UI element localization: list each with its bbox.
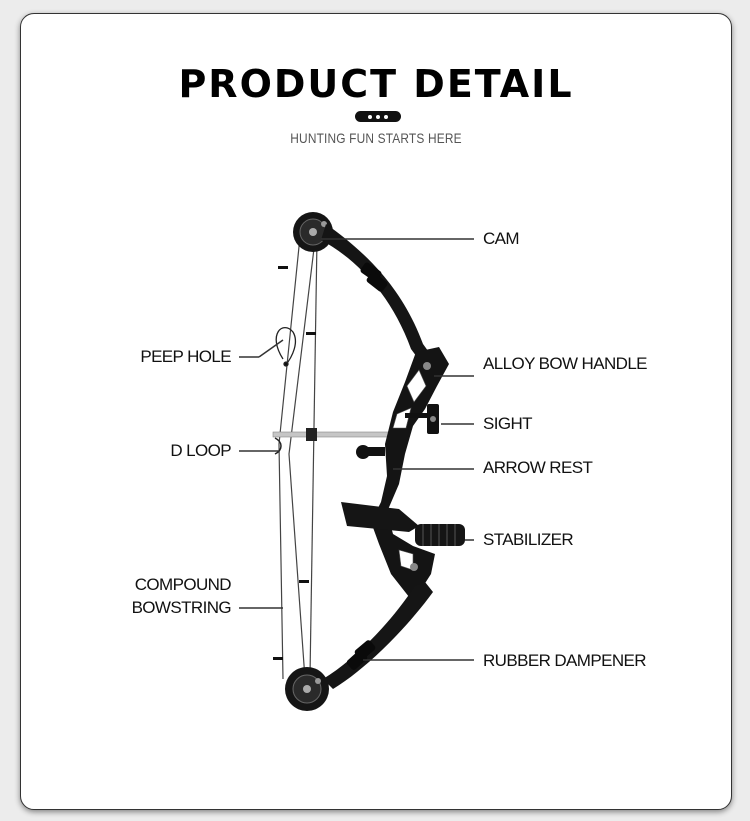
bowstring	[278, 226, 318, 680]
d-loop-mark	[274, 437, 282, 455]
sight-mark	[405, 404, 439, 434]
label-arrow-rest: ARROW REST	[483, 458, 593, 477]
top-cam	[293, 212, 333, 252]
label-peep-hole: PEEP HOLE	[140, 347, 231, 366]
label-d-loop: D LOOP	[170, 441, 231, 460]
label-rubber-dampener: RUBBER DAMPENER	[483, 651, 647, 670]
lower-limb	[323, 582, 433, 689]
arrow-rest-mark	[356, 445, 385, 459]
dots-divider	[355, 111, 401, 122]
compound-bow-diagram	[239, 212, 474, 711]
label-compound-line2: BOWSTRING	[131, 598, 232, 617]
page-subtitle: HUNTING FUN STARTS HERE	[290, 130, 462, 146]
product-card: PRODUCT DETAIL HUNTING FUN STARTS HERE	[20, 13, 732, 810]
label-alloy-bow-handle: ALLOY BOW HANDLE	[483, 354, 648, 373]
stabilizer-mark	[341, 502, 465, 546]
label-stabilizer: STABILIZER	[483, 530, 574, 549]
upper-dampener	[360, 262, 388, 292]
leader-lines	[239, 238, 474, 661]
alloy-riser	[371, 347, 449, 602]
page-title: PRODUCT DETAIL	[178, 62, 574, 106]
string-clips	[273, 266, 316, 660]
lower-dampener	[346, 640, 376, 670]
label-sight: SIGHT	[483, 414, 533, 433]
bottom-cam	[285, 667, 329, 711]
peep-hole-mark	[275, 327, 297, 367]
label-cam: CAM	[483, 229, 520, 248]
upper-limb	[321, 224, 436, 368]
label-compound-line1: COMPOUND	[134, 575, 232, 594]
